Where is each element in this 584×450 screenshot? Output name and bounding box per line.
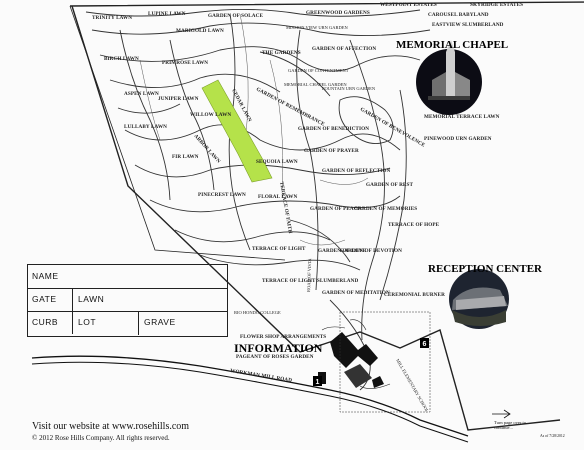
label-aspen: ASPEN LAWN (124, 91, 159, 97)
label-love: GARDEN OF LOVE (318, 248, 367, 254)
label-juniper: JUNIPER LAWN (158, 96, 199, 102)
label-terrace-faith: TERRACE OF FAITH (278, 181, 293, 234)
label-eastview: EASTVIEW SLUMBERLAND (432, 22, 504, 28)
label-mill-elementary: MILL ELEMENTARY SCHOOL (395, 358, 430, 413)
label-pinewood: PINEWOOD URN GARDEN (424, 136, 492, 142)
label-affection: GARDEN OF AFFECTION (312, 46, 376, 52)
form-label-name: NAME (32, 271, 59, 281)
label-willow: WILLOW LAWN (190, 112, 231, 118)
form-row-curb: CURB LOT GRAVE (28, 311, 227, 335)
label-fir: FIR LAWN (172, 154, 199, 160)
date-note: As of 7/28/2012 (540, 434, 565, 438)
label-the-gardens: THE GARDENS (262, 50, 301, 56)
label-greenwood: GREENWOOD GARDENS (306, 10, 370, 16)
label-ceremonial-burner: CEREMONIAL BURNER (384, 292, 445, 298)
label-meditation: GARDEN OF MEDITATION (322, 290, 390, 296)
plot-info-form: NAME GATE LAWN CURB LOT GRAVE (27, 264, 228, 337)
form-divider (72, 288, 73, 334)
form-label-gate: GATE (32, 294, 57, 304)
gate-marker-1: 1 (316, 379, 320, 386)
label-lupine: LUPINE LAWN (148, 11, 186, 17)
label-solace: GARDEN OF SOLACE (208, 13, 263, 19)
website-note: Visit our website at www.rosehills.com (32, 421, 190, 432)
label-fountain-urn: FOUNTAIN URN GARDEN (322, 86, 376, 91)
form-label-grave: GRAVE (144, 317, 176, 327)
form-divider-2 (138, 311, 139, 335)
gate-marker-6: 6 (423, 341, 427, 348)
label-terrace-light: TERRACE OF LIGHT (252, 246, 306, 252)
label-memorial-terrace: MEMORIAL TERRACE LAWN (424, 114, 500, 120)
label-trinity: TRINITY LAWN (92, 15, 132, 21)
label-lullaby: LULLABY LAWN (124, 124, 167, 130)
label-flower-shop: FLOWER SHOP ARRANGEMENTS (240, 334, 326, 340)
copyright: © 2012 Rose Hills Company. All rights re… (32, 434, 170, 442)
label-pinecrest: PINECREST LAWN (198, 192, 246, 198)
label-reflection: GARDEN OF REFLECTION (322, 168, 391, 174)
memorial-chapel-heading: MEMORIAL CHAPEL (396, 39, 508, 51)
label-peace: GARDEN OF PEACE (310, 206, 362, 212)
label-devotion: GARDEN OF DEVOTION (340, 248, 402, 254)
label-workman-road: WORKMAN MILL ROAD (230, 368, 293, 384)
form-label-lawn: LAWN (78, 294, 105, 304)
label-westpoint: WESTPOINT ESTATES (380, 2, 437, 8)
label-road-vista: ROAD OF VISTA (306, 258, 312, 292)
label-pageant: PAGEANT OF ROSES GARDEN (236, 354, 314, 360)
form-row-gate: GATE LAWN (28, 288, 227, 334)
label-birch: BIRCH LAWN (104, 56, 139, 62)
label-rio-hondo: RIO HONDO COLLEGE (234, 310, 281, 315)
label-mission-view: MISSION VIEW URN GARDEN (286, 25, 348, 30)
label-remembrance: GARDEN OF REMEMBRANCE (255, 86, 326, 127)
label-marigold: MARIGOLD LAWN (176, 28, 224, 34)
label-primrose: PRIMROSE LAWN (162, 60, 208, 66)
label-benediction: GARDEN OF BENEDICTION (298, 126, 369, 132)
form-label-lot: LOT (78, 317, 97, 327)
label-prayer: GARDEN OF PRAYER (304, 148, 359, 154)
highlighted-lawn (201, 79, 273, 183)
information-heading: INFORMATION (234, 341, 323, 355)
label-rest: GARDEN OF REST (366, 182, 413, 188)
label-floral: FLORAL LAWN (258, 194, 297, 200)
label-carousel: CAROUSEL BABYLAND (428, 12, 489, 18)
label-skyridge: SKYRIDGE ESTATES (470, 2, 523, 8)
label-contentment: GARDEN OF CONTENTMENT (288, 68, 349, 73)
reception-center-heading: RECEPTION CENTER (428, 263, 543, 275)
form-row-name: NAME (28, 265, 227, 289)
turn-page-note: Turn page over to continue... (494, 420, 526, 430)
label-sequoia: SEQUOIA LAWN (256, 159, 298, 165)
label-terrace-slumberland: TERRACE OF LIGHT SLUMBERLAND (262, 278, 358, 284)
label-chapel-garden: MEMORIAL CHAPEL GARDEN (284, 82, 347, 87)
label-terrace-hope: TERRACE OF HOPE (388, 222, 440, 228)
form-label-curb: CURB (32, 317, 59, 327)
label-memories: GARDEN OF MEMORIES (354, 206, 417, 212)
